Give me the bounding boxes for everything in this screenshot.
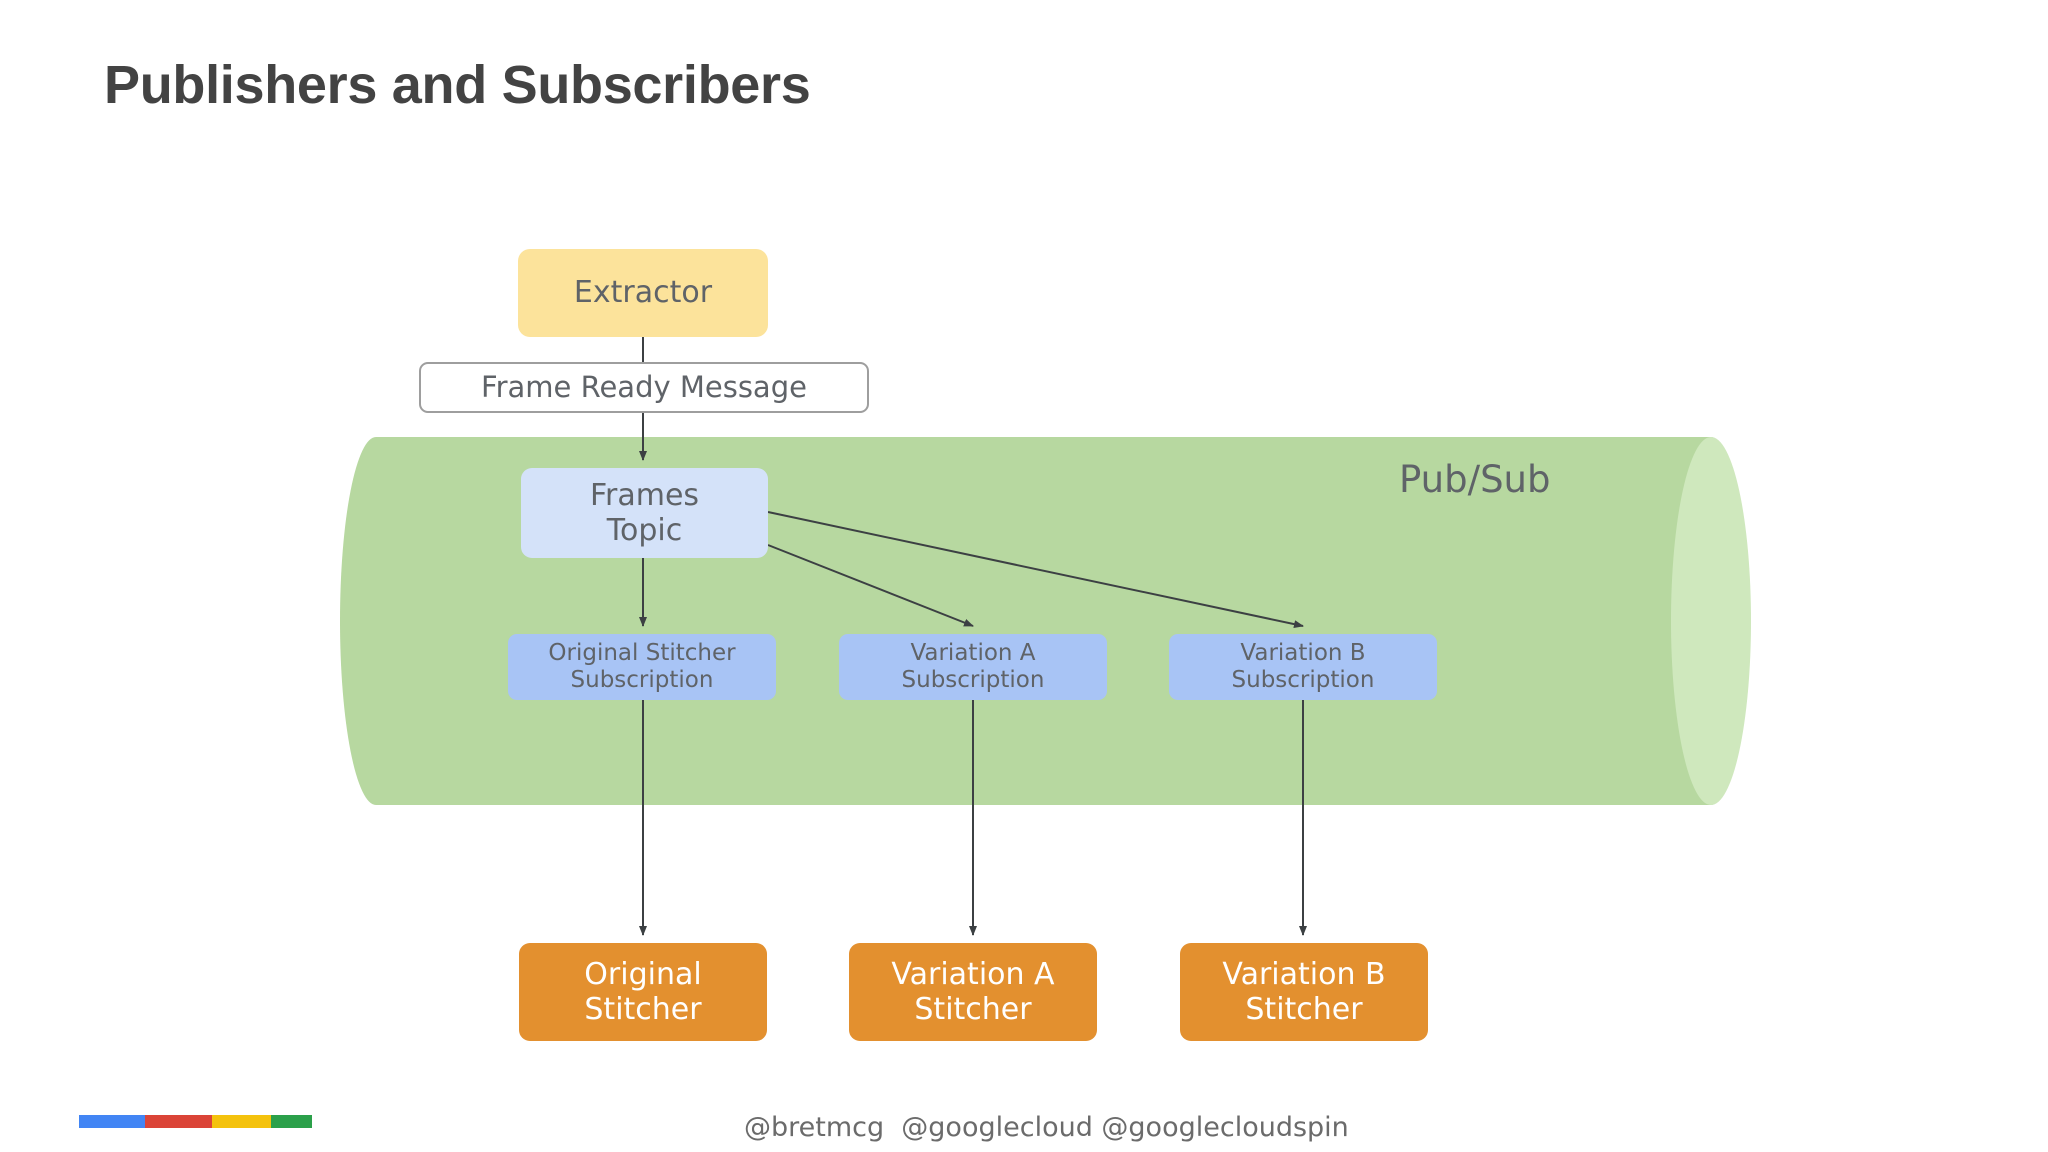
- node-frame-ready-message[interactable]: Frame Ready Message: [419, 362, 869, 413]
- brand-bar-segment-green: [271, 1115, 312, 1128]
- footer-social-handles: @bretmcg @googlecloud @googlecloudspin: [744, 1112, 1349, 1143]
- pubsub-container-label: Pub/Sub: [1399, 458, 1551, 501]
- node-variation-b-subscription[interactable]: Variation B Subscription: [1169, 634, 1437, 700]
- node-original-stitcher-subscription[interactable]: Original Stitcher Subscription: [508, 634, 776, 700]
- page-title: Publishers and Subscribers: [104, 55, 811, 115]
- node-variation-a-subscription[interactable]: Variation A Subscription: [839, 634, 1107, 700]
- brand-bar-segment-yellow: [211, 1115, 272, 1128]
- node-original-stitcher[interactable]: Original Stitcher: [519, 943, 767, 1041]
- google-brand-bar: [79, 1115, 312, 1128]
- node-frames-topic[interactable]: Frames Topic: [521, 468, 768, 558]
- node-variation-b-stitcher[interactable]: Variation B Stitcher: [1180, 943, 1428, 1041]
- node-variation-a-stitcher[interactable]: Variation A Stitcher: [849, 943, 1097, 1041]
- connector-topic-to-subscription-variation-b: [767, 511, 1304, 629]
- node-extractor[interactable]: Extractor: [518, 249, 768, 337]
- brand-bar-segment-blue: [79, 1115, 146, 1128]
- brand-bar-segment-red: [145, 1115, 212, 1128]
- connector-topic-to-subscription-variation-a: [767, 544, 974, 627]
